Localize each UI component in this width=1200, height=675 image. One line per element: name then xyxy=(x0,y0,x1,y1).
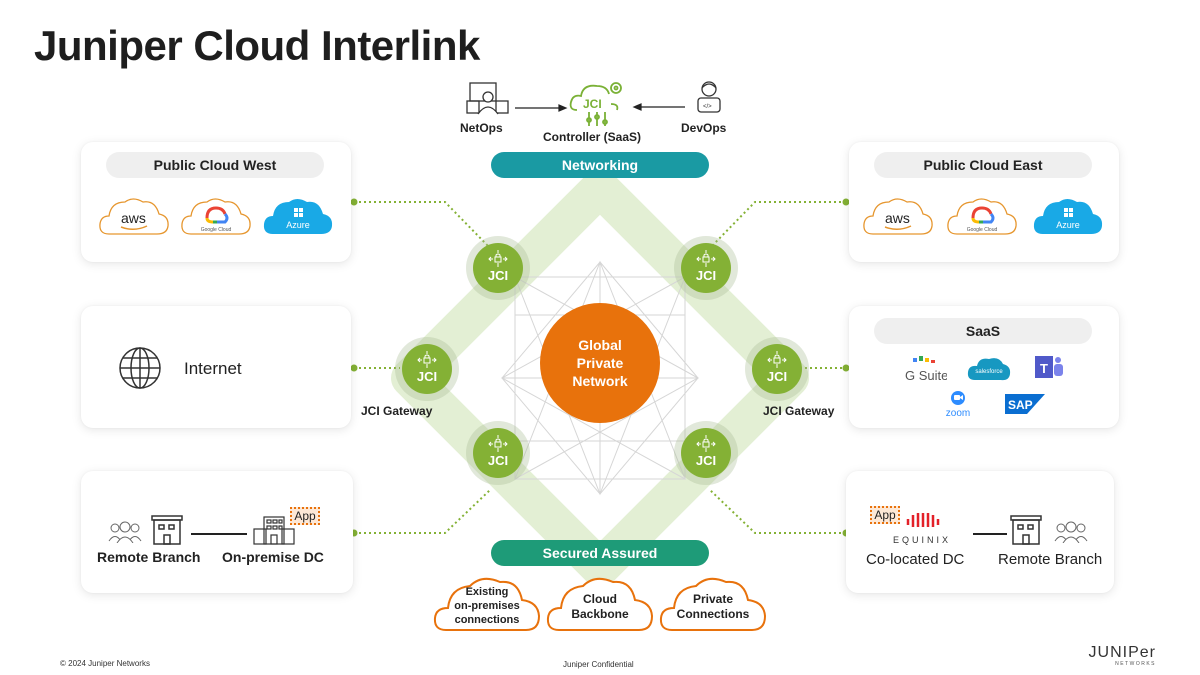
center-line-2: Private xyxy=(576,355,624,371)
branch-building-icon xyxy=(151,515,183,545)
jci-node-left[interactable]: JCI xyxy=(395,337,459,401)
gateway-label-right: JCI Gateway xyxy=(763,404,835,418)
salesforce-logo-icon: salesforce xyxy=(967,354,1011,384)
jci-controller-icon: JCI xyxy=(567,78,629,128)
svg-text:SAP: SAP xyxy=(1008,398,1033,412)
google-cloud-logo-icon: Google Cloud xyxy=(179,192,253,238)
onprem-dc-label: On-premise DC xyxy=(222,549,324,565)
link-line xyxy=(973,533,1007,535)
datacenter-icon xyxy=(252,515,296,545)
lock-arrows-icon xyxy=(488,435,508,452)
svg-text:G Suite: G Suite xyxy=(905,368,947,383)
sap-logo-icon: SAP xyxy=(1005,394,1045,414)
jci-node-top-right[interactable]: JCI xyxy=(674,236,738,300)
card-saas[interactable]: SaaS G Suite salesforce T zoom SAP xyxy=(849,306,1119,428)
lock-arrows-icon xyxy=(488,250,508,267)
controller-label: Controller (SaaS) xyxy=(543,130,642,144)
jci-node-bottom-left[interactable]: JCI xyxy=(466,421,530,485)
page-title: Juniper Cloud Interlink xyxy=(34,22,480,69)
app-badge: App xyxy=(870,506,900,524)
zoom-logo-icon: zoom xyxy=(941,390,975,420)
svg-text:</>: </> xyxy=(703,104,712,110)
connection-cloud-private: Private Connections xyxy=(658,572,768,632)
equinix-logo-icon xyxy=(906,511,940,529)
lock-arrows-icon xyxy=(696,250,716,267)
svg-text:salesforce: salesforce xyxy=(975,369,1003,375)
users-icon xyxy=(1054,519,1088,544)
svg-text:Azure: Azure xyxy=(286,220,310,230)
connection-cloud-backbone: Cloud Backbone xyxy=(545,572,655,632)
jci-node-label: JCI xyxy=(487,268,509,283)
google-cloud-logo-icon: Google Cloud xyxy=(945,192,1019,238)
devops-icon: </> xyxy=(692,80,726,114)
users-icon xyxy=(108,519,142,544)
jci-node-label: JCI xyxy=(695,453,717,468)
gateway-label-left: JCI Gateway xyxy=(361,404,433,418)
global-private-network: Global Private Network xyxy=(540,303,660,423)
azure-logo-icon: Azure xyxy=(261,192,335,238)
card-internet[interactable]: Internet xyxy=(81,306,351,428)
remote-branch-label: Remote Branch xyxy=(998,551,1103,568)
svg-text:Google Cloud: Google Cloud xyxy=(201,227,232,233)
jci-node-label: JCI xyxy=(487,453,509,468)
svg-text:T: T xyxy=(1040,361,1048,376)
jci-node-label: JCI xyxy=(416,369,438,384)
copyright: © 2024 Juniper Networks xyxy=(60,659,150,668)
netops-label: NetOps xyxy=(460,121,503,135)
center-line-1: Global xyxy=(578,337,622,353)
jci-node-label: JCI xyxy=(695,268,717,283)
link-line xyxy=(191,533,247,535)
jci-node-right[interactable]: JCI xyxy=(745,337,809,401)
aws-logo-icon: aws xyxy=(97,192,171,238)
card-title: SaaS xyxy=(874,318,1092,344)
svg-text:Google Cloud: Google Cloud xyxy=(967,227,998,233)
lock-arrows-icon xyxy=(417,351,437,368)
card-colocated[interactable]: App EQUINIX Co-located DC Remote Branch xyxy=(846,471,1114,593)
devops-label: DevOps xyxy=(681,121,727,135)
confidential-label: Juniper Confidential xyxy=(563,660,634,669)
azure-logo-icon: Azure xyxy=(1031,192,1105,238)
lock-arrows-icon xyxy=(767,351,787,368)
jci-node-bottom-right[interactable]: JCI xyxy=(674,421,738,485)
connector-lines xyxy=(354,201,846,534)
controller-arrows xyxy=(515,103,685,112)
center-line-3: Network xyxy=(572,373,628,389)
aws-text: aws xyxy=(121,210,146,226)
globe-icon xyxy=(118,346,162,390)
teams-logo-icon: T xyxy=(1033,352,1065,382)
svg-text:JCI: JCI xyxy=(583,97,602,111)
connection-cloud-existing: Existing on-premises connections xyxy=(432,572,542,632)
juniper-logo: JUNIPer NETWORKS xyxy=(1088,644,1156,668)
branch-building-icon xyxy=(1010,515,1042,545)
gsuite-logo-icon: G Suite xyxy=(903,356,948,384)
secured-assured-band: Secured Assured xyxy=(491,540,709,566)
svg-text:aws: aws xyxy=(885,210,910,226)
netops-icon xyxy=(466,82,512,116)
jci-node-label: JCI xyxy=(766,369,788,384)
app-badge: App xyxy=(290,507,320,525)
jci-node-top-left[interactable]: JCI xyxy=(466,236,530,300)
card-title: Public Cloud West xyxy=(106,152,324,178)
equinix-text: EQUINIX xyxy=(893,535,952,545)
card-public-cloud-east[interactable]: Public Cloud East aws Google Cloud Azure xyxy=(849,142,1119,262)
remote-branch-label: Remote Branch xyxy=(97,549,201,565)
card-title: Public Cloud East xyxy=(874,152,1092,178)
aws-logo-icon: aws xyxy=(861,192,935,238)
card-public-cloud-west[interactable]: Public Cloud West aws Google Cloud Azure xyxy=(81,142,351,262)
svg-text:zoom: zoom xyxy=(946,408,970,419)
lock-arrows-icon xyxy=(696,435,716,452)
networking-band: Networking xyxy=(491,152,709,178)
colocated-dc-label: Co-located DC xyxy=(866,551,965,568)
ring-band xyxy=(391,169,809,587)
internet-label: Internet xyxy=(184,359,242,378)
svg-text:Azure: Azure xyxy=(1056,220,1080,230)
card-onprem[interactable]: App Remote Branch On-premise DC xyxy=(81,471,353,593)
